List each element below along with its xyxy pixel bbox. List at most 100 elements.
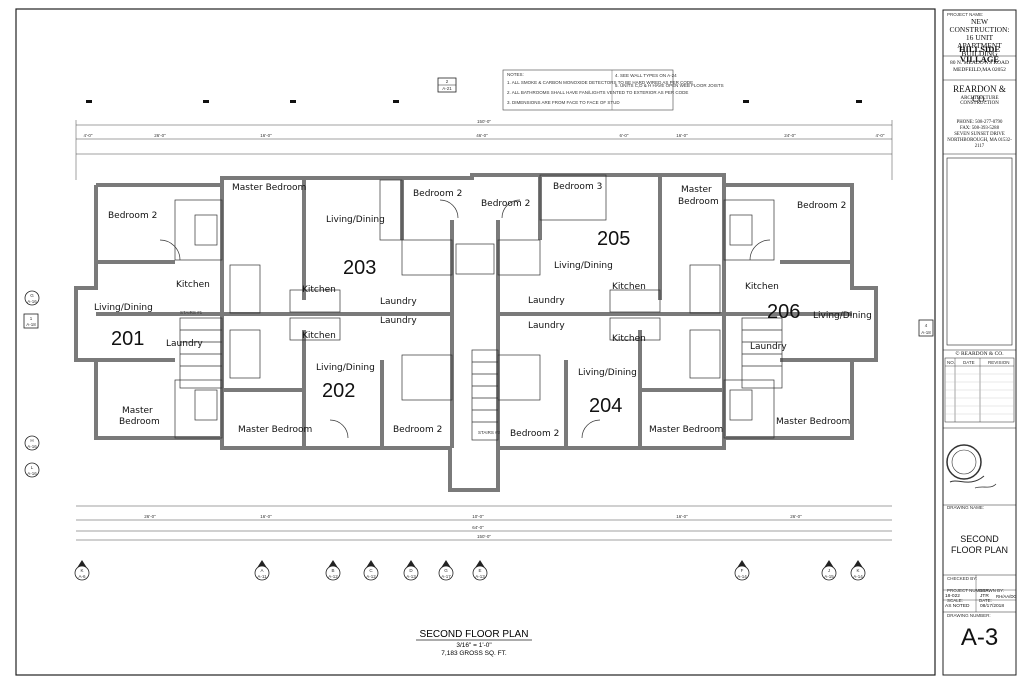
unit-201-master-1: Master xyxy=(122,406,153,416)
unit-201-kitchen: Kitchen xyxy=(176,280,210,290)
section-marker-j-9: JA-15 xyxy=(821,560,837,581)
unit-204-master: Master Bedroom xyxy=(649,425,723,435)
svg-text:J: J xyxy=(828,568,830,573)
notes-box: NOTES: 1. ALL SMOKE & CARBON MONOXIDE DE… xyxy=(502,69,724,111)
svg-text:A-18: A-18 xyxy=(26,322,36,327)
section-marker-d-5: DA-13 xyxy=(403,560,419,581)
svg-text:A-21: A-21 xyxy=(442,86,452,91)
unit-203-number: 203 xyxy=(343,257,376,279)
unit-201-master-2: Bedroom xyxy=(119,417,160,427)
unit-204-living: Living/Dining xyxy=(578,368,637,378)
right-section-marker: 4 A-18 xyxy=(918,319,934,337)
unit-202-bedroom-2: Bedroom 2 xyxy=(393,425,442,435)
project-name: HILLSIDE VILLAGE xyxy=(958,44,1001,64)
svg-text:24'-0": 24'-0" xyxy=(784,133,796,138)
note-4: 4. SEE WALL TYPES ON A-24 xyxy=(615,73,677,78)
unit-202-laundry: Laundry xyxy=(380,316,417,326)
note-5: 5. UNITS C,D & H HAVE OPEN WEB FLOOR JOI… xyxy=(615,83,724,88)
room-labels: Bedroom 2 Living/Dining Kitchen Laundry … xyxy=(94,182,872,439)
svg-text:A-18: A-18 xyxy=(921,330,931,335)
svg-text:150'-0": 150'-0" xyxy=(477,119,491,124)
svg-text:A-16: A-16 xyxy=(27,444,37,449)
svg-text:A-13: A-13 xyxy=(475,574,485,579)
svg-text:A-14: A-14 xyxy=(853,574,863,579)
svg-text:G: G xyxy=(30,293,34,298)
plan-title-block: SECOND FLOOR PLAN 3/16" = 1'-0" 7,183 GR… xyxy=(416,629,532,657)
firm-city: NORTHBOROUGH, MA 01532-2117 xyxy=(947,138,1012,149)
unit-202-number: 202 xyxy=(322,380,355,402)
drawn-by: JTR xyxy=(980,594,989,599)
title-block-text: PROJECT NAME: PROJECT NUMBER: DRAWN BY: … xyxy=(947,12,1010,618)
unit-201-bedroom-2: Bedroom 2 xyxy=(108,211,157,221)
note-2: 2. ALL BATHROOMS SHALL HAVE FAN/LIGHTS V… xyxy=(507,90,688,95)
unit-206-bedroom-2: Bedroom 2 xyxy=(797,201,846,211)
section-marker-e-7: EA-13 xyxy=(472,560,488,581)
firm-phone: PHONE: 508-277-0790 xyxy=(956,120,1003,125)
svg-text:16'-0": 16'-0" xyxy=(676,514,688,519)
unit-201-number: 201 xyxy=(111,328,144,350)
svg-text:DATE: DATE xyxy=(963,360,975,365)
date: 08/17/2018 xyxy=(980,604,1005,609)
top-section-marker: 2 A-21 xyxy=(437,77,457,93)
svg-text:A: A xyxy=(260,568,263,573)
svg-text:SCALE:: SCALE: xyxy=(947,598,963,603)
svg-text:A-13: A-13 xyxy=(406,574,416,579)
svg-text:150'-0": 150'-0" xyxy=(477,534,491,539)
svg-text:DRAWN BY:: DRAWN BY: xyxy=(979,588,1004,593)
project-address-2: MEDFEILD,MA 02052 xyxy=(953,67,1006,73)
plan-area: 7,183 GROSS SQ. FT. xyxy=(441,650,507,657)
scale: AS NOTED xyxy=(945,604,970,609)
unit-205-laundry: Laundry xyxy=(528,296,565,306)
unit-205-number: 205 xyxy=(597,228,630,250)
section-marker-b-3: BA-12 xyxy=(325,560,341,581)
stairs-2-label: STAIRS #2 xyxy=(478,430,501,435)
firm-name: REARDON & CO. xyxy=(953,84,1006,104)
unit-204-number: 204 xyxy=(589,395,622,417)
firm-fax: FAX: 508-393-5288 xyxy=(960,126,999,131)
section-marker-c-4: CA-12 xyxy=(363,560,379,581)
unit-203-master: Master Bedroom xyxy=(232,183,306,193)
unit-202-master: Master Bedroom xyxy=(238,425,312,435)
bottom-section-markers: KA-6AA-11BA-12CA-12DA-13GA-17EA-13FA-14J… xyxy=(74,560,866,581)
unit-203-bedroom-2: Bedroom 2 xyxy=(413,189,462,199)
sheet-border xyxy=(15,8,936,676)
firm-street: SEVEN SUNSET DRIVE xyxy=(954,132,1005,137)
svg-text:4'-0": 4'-0" xyxy=(84,133,93,138)
svg-text:PROJECT NUMBER:: PROJECT NUMBER: xyxy=(947,588,990,593)
svg-text:L: L xyxy=(31,465,34,470)
architect-seal-icon xyxy=(946,444,997,489)
unit-205-kitchen: Kitchen xyxy=(612,282,646,292)
svg-text:REVISION: REVISION xyxy=(988,360,1010,365)
svg-text:B: B xyxy=(331,568,334,573)
section-marker-k-10: KA-14 xyxy=(850,560,866,581)
checked-by: RH/AA/DG xyxy=(996,594,1017,599)
svg-text:E: E xyxy=(478,568,481,573)
svg-text:D: D xyxy=(409,568,413,573)
svg-text:A-15: A-15 xyxy=(824,574,834,579)
unit-numbers: 201 202 203 204 205 206 xyxy=(111,228,800,417)
svg-text:A-16: A-16 xyxy=(27,299,37,304)
section-marker-f-8: FA-14 xyxy=(734,560,750,581)
unit-204-kitchen: Kitchen xyxy=(612,334,646,344)
svg-text:K: K xyxy=(856,568,859,573)
svg-text:A-12: A-12 xyxy=(328,574,338,579)
left-section-markers: G A-16 1 A-18 H A-16 L A-16 xyxy=(23,290,40,478)
unit-206-master: Master Bedroom xyxy=(776,417,850,427)
svg-text:DRAWING NAME:: DRAWING NAME: xyxy=(947,505,984,510)
svg-text:16'-0": 16'-0" xyxy=(260,133,272,138)
title-block-frame xyxy=(942,9,1017,676)
svg-text:F: F xyxy=(741,568,744,573)
svg-text:PROJECT NAME:: PROJECT NAME: xyxy=(947,12,983,17)
svg-text:DRAWING NUMBER:: DRAWING NUMBER: xyxy=(947,613,991,618)
unit-201-living: Living/Dining xyxy=(94,303,153,313)
unit-203-kitchen: Kitchen xyxy=(302,285,336,295)
svg-text:16'-0": 16'-0" xyxy=(676,133,688,138)
unit-203-living: Living/Dining xyxy=(326,215,385,225)
unit-205-bedroom-3: Bedroom 3 xyxy=(553,182,602,192)
unit-201-laundry: Laundry xyxy=(166,339,203,349)
notes-heading: NOTES: xyxy=(507,72,524,77)
unit-205-master-2: Bedroom xyxy=(678,197,719,207)
svg-text:26'-0": 26'-0" xyxy=(790,514,802,519)
